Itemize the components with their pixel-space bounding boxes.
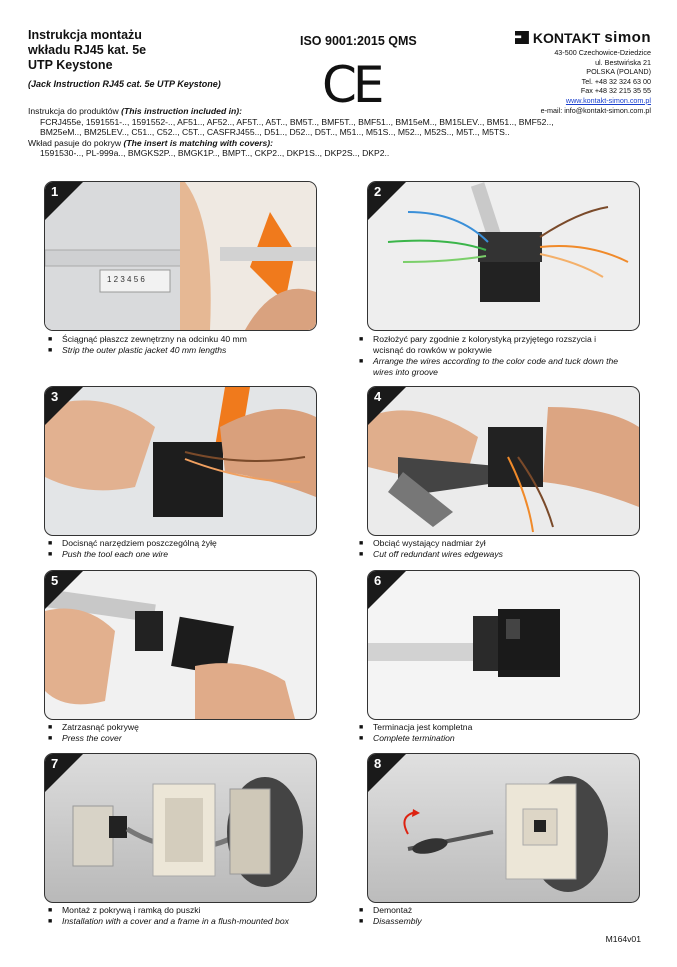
- step-5-illustration: [45, 589, 295, 719]
- document-subtitle: (Jack Instruction RJ45 cat. 5e UTP Keyst…: [28, 79, 221, 89]
- step-3-corner: [45, 387, 83, 425]
- step-6-caption: ■Terminacja jest kompletna ■Complete ter…: [359, 722, 473, 743]
- step-7-image: 7: [44, 753, 317, 903]
- covers-label: Wkład pasuje do pokryw: [28, 137, 124, 148]
- step-8-text-en: Disassembly: [373, 916, 422, 926]
- products-label: Instrukcja do produktów: [28, 106, 122, 116]
- company-address: 43-500 Czechowice-Dziedzice ul. Bestwińs…: [541, 48, 651, 115]
- step-5-caption: ■Zatrzasnąć pokrywę ■Press the cover: [48, 722, 139, 743]
- products-line-2: BM25eM.., BM25LEV.., C51.., C52.., C5T..…: [40, 127, 510, 137]
- step-1-illustration: [45, 182, 316, 330]
- step-2-text-pl: Rozłożyć pary zgodnie z kolorystyką przy…: [373, 334, 597, 344]
- step-7-illustration: [72, 777, 303, 887]
- ruler-label: 1 2 3 4 5 6: [107, 275, 145, 284]
- step-7-text-pl: Montaż z pokrywą i ramką do puszki: [62, 905, 201, 915]
- step-8-text-pl: Demontaż: [373, 905, 413, 915]
- step-7-corner: [45, 754, 83, 792]
- iso-label: ISO 9001:2015 QMS: [300, 34, 417, 48]
- step-2-text-en: Arrange the wires according to the color…: [373, 356, 619, 366]
- step-6-image: 6: [367, 570, 640, 720]
- step-4-illustration: [368, 407, 639, 533]
- logo-simon: simon: [604, 29, 651, 46]
- step-3-number: 3: [51, 389, 59, 404]
- step-5-text-en: Press the cover: [62, 733, 122, 743]
- step-2-caption: ■Rozłożyć pary zgodnie z kolorystyką prz…: [359, 334, 619, 377]
- step-3-caption: ■Docisnąć narzędziem poszczególną żyłę ■…: [48, 538, 217, 559]
- step-4-number: 4: [374, 389, 382, 404]
- step-6-number: 6: [374, 573, 382, 588]
- document-version: M164v01: [605, 934, 641, 944]
- logo-kontakt: KONTAKT: [532, 29, 601, 46]
- products-line-1: FCRJ455e, 1591551-.., 1591552-.., AF51..…: [40, 116, 554, 127]
- products-label-en: (This instruction included in):: [121, 106, 242, 116]
- address-line: Fax +48 32 215 35 55: [580, 86, 651, 96]
- step-3-text-en: Push the tool each one wire: [62, 549, 169, 559]
- step-5-number: 5: [51, 573, 59, 588]
- step-4-caption: ■Obciąć wystający nadmiar żył ■Cut off r…: [359, 538, 503, 559]
- step-8-illustration: [403, 776, 608, 892]
- step-3-text-pl: Docisnąć narzędziem poszczególną żyłę: [62, 538, 217, 548]
- address-line: 43-500 Czechowice-Dziedzice: [554, 48, 651, 57]
- title-line-1: Instrukcja montażu: [28, 28, 142, 42]
- ce-mark: CE: [322, 56, 384, 114]
- covers-line: 1591530-.., PL-999a.., BMGKS2P.., BMGK1P…: [40, 148, 390, 158]
- step-3-image: 3: [44, 386, 317, 536]
- step-2-illustration: [387, 182, 629, 302]
- step-2-text-en-2: wires into groove: [373, 367, 438, 377]
- title-line-3: UTP Keystone: [28, 58, 113, 72]
- step-1-text-en: Strip the outer plastic jacket 40 mm len…: [62, 345, 227, 355]
- step-6-text-pl: Terminacja jest kompletna: [373, 722, 473, 732]
- covers-label-en: (The insert is matching with covers):: [123, 137, 273, 148]
- step-3-illustration: [45, 387, 316, 517]
- title-line-2: wkładu RJ45 kat. 5e: [28, 43, 147, 57]
- step-5-image: 5: [44, 570, 317, 720]
- step-4-text-en: Cut off redundant wires edgeways: [373, 549, 503, 559]
- step-8-caption: ■Demontaż ■Disassembly: [359, 905, 422, 926]
- step-5-corner: [45, 571, 83, 609]
- address-line: POLSKA (POLAND): [586, 67, 651, 77]
- product-info: Instrukcja do produktów (This instructio…: [28, 106, 658, 159]
- document-title: Instrukcja montażu wkładu RJ45 kat. 5e U…: [28, 28, 146, 73]
- step-4-corner: [368, 387, 406, 425]
- address-line: Tel. +48 32 324 63 00: [581, 76, 651, 86]
- address-line: ul. Bestwińska 21: [595, 57, 651, 67]
- step-1-corner: [45, 182, 83, 220]
- step-8-corner: [368, 754, 406, 792]
- step-4-text-pl: Obciąć wystający nadmiar żył: [373, 538, 486, 548]
- step-6-illustration: [368, 609, 560, 677]
- step-5-text-pl: Zatrzasnąć pokrywę: [62, 722, 139, 732]
- step-7-number: 7: [51, 756, 59, 771]
- step-1-text-pl: Ściągnąć płaszcz zewnętrzny na odcinku 4…: [62, 334, 247, 344]
- step-4-image: 4: [367, 386, 640, 536]
- logo-mark-icon: [514, 31, 529, 44]
- step-2-text-pl-2: wcisnąć do rowków w pokrywie: [373, 345, 492, 355]
- step-6-corner: [368, 571, 406, 609]
- company-logo: KONTAKT simon: [514, 29, 651, 46]
- step-6-text-en: Complete termination: [373, 733, 455, 743]
- step-1-number: 1: [51, 184, 59, 199]
- step-7-text-en: Installation with a cover and a frame in…: [62, 916, 289, 926]
- step-1-caption: ■Ściągnąć płaszcz zewnętrzny na odcinku …: [48, 334, 247, 355]
- step-1-image: 1 2 3 4 5 6 1: [44, 181, 317, 331]
- step-7-caption: ■Montaż z pokrywą i ramką do puszki ■Ins…: [48, 905, 289, 926]
- step-8-number: 8: [374, 756, 382, 771]
- email-line[interactable]: e-mail: info@kontakt-simon.com.pl: [540, 105, 651, 115]
- website-link[interactable]: www.kontakt-simon.com.pl: [565, 95, 651, 105]
- step-2-image: 2: [367, 181, 640, 331]
- step-2-number: 2: [374, 184, 382, 199]
- step-8-image: 8: [367, 753, 640, 903]
- step-2-corner: [368, 182, 406, 220]
